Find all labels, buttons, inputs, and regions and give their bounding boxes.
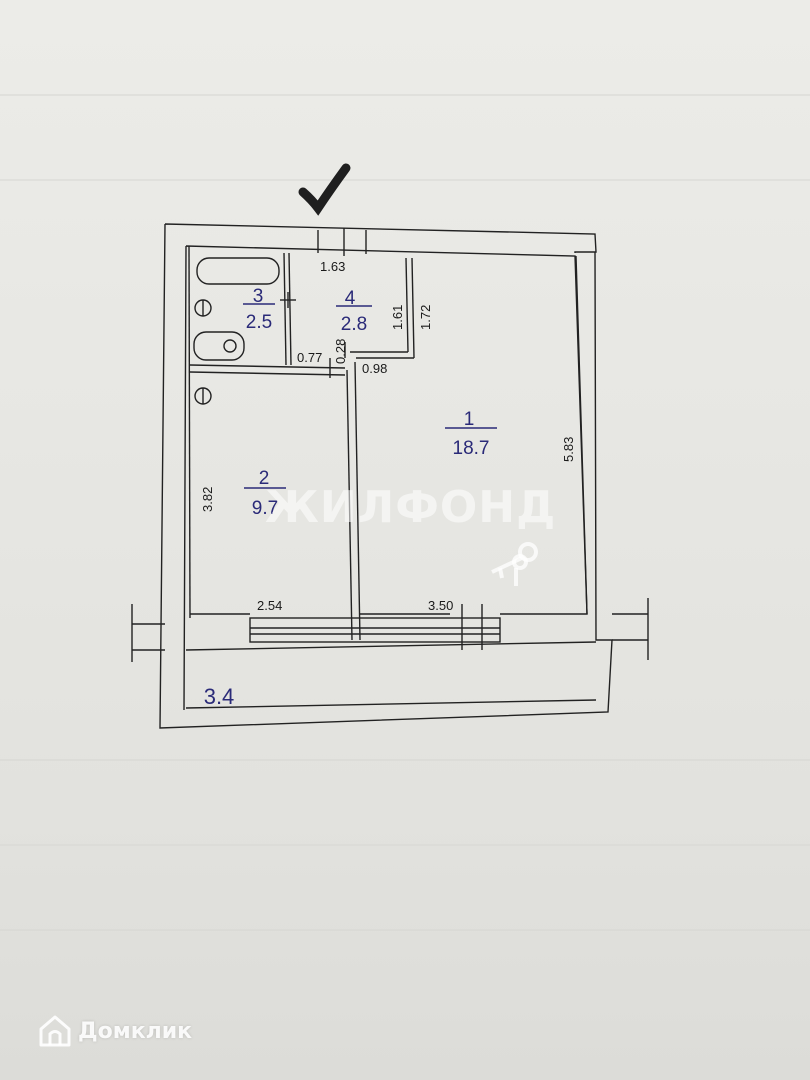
balcony-area: 3.4 [204, 684, 235, 709]
dim-3-50: 3.50 [428, 598, 453, 613]
wall-line [354, 361, 361, 641]
room-1-number: 1 [464, 409, 475, 430]
watermark: ЖИЛФОНД [265, 482, 557, 533]
dim-2-54: 2.54 [257, 598, 282, 613]
wall-line [189, 371, 346, 376]
room-4-area: 2.8 [341, 314, 367, 335]
room-2-number: 2 [259, 468, 270, 489]
wall-line [346, 369, 353, 641]
key-icon [491, 542, 538, 586]
wall-line [405, 257, 409, 353]
outer-wall [159, 223, 613, 729]
wall-line [411, 257, 415, 359]
wall-line [283, 252, 287, 366]
check-mark [298, 163, 351, 216]
dim-3-82: 3.82 [200, 487, 215, 512]
wall-line [575, 255, 588, 615]
room-3-number: 3 [253, 286, 264, 307]
paper-lines [0, 94, 810, 931]
dim-0-98: 0.98 [362, 361, 387, 376]
bathtub-icon [196, 257, 280, 285]
room-3-area: 2.5 [246, 312, 272, 333]
room-2-area: 9.7 [252, 498, 278, 519]
dim-5-83: 5.83 [561, 437, 576, 462]
dim-0-77: 0.77 [297, 350, 322, 365]
dim-1-63: 1.63 [320, 259, 345, 274]
balcony-window [249, 617, 501, 643]
wall-line [288, 252, 292, 366]
domclick-label: Домклик [78, 1018, 193, 1044]
dim-1-61: 1.61 [390, 305, 405, 330]
dim-1-72: 1.72 [418, 305, 433, 330]
room-1-area: 18.7 [453, 438, 490, 459]
house-icon [39, 1015, 71, 1047]
dim-0-28: 0.28 [333, 339, 348, 364]
domclick-logo: Домклик [38, 1014, 192, 1048]
wall-line [188, 245, 191, 619]
room-fraction-bars [243, 303, 497, 489]
balcony-wall [185, 699, 597, 709]
balcony-wall [185, 641, 597, 651]
wall-line [189, 364, 346, 369]
room-4-number: 4 [345, 288, 356, 309]
toilet-icon [223, 339, 237, 353]
toilet-icon [193, 331, 245, 361]
